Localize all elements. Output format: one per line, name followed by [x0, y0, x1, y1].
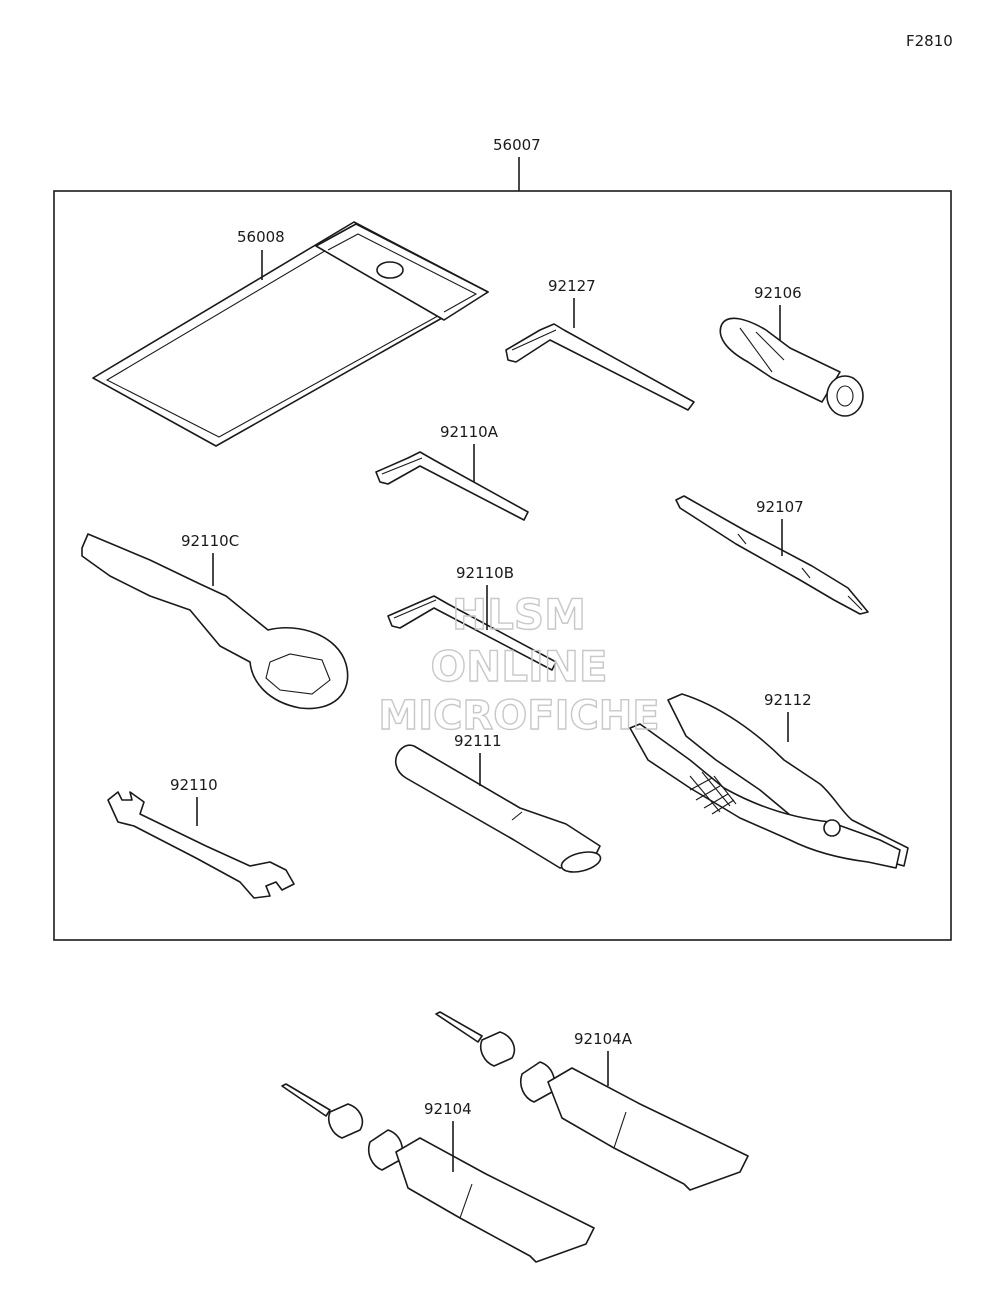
label-92104[interactable]: 92104	[424, 1100, 472, 1118]
watermark-line1: HLSM	[452, 590, 586, 639]
part-92112-pliers[interactable]	[629, 693, 909, 869]
part-92127-hex-key[interactable]	[505, 323, 695, 411]
part-92110-open-wrench[interactable]	[107, 791, 295, 899]
label-92111[interactable]: 92111	[454, 732, 502, 750]
label-92110C[interactable]: 92110C	[181, 532, 239, 550]
watermark-line3: MICROFICHE	[378, 693, 659, 739]
part-92104A-patch-tube[interactable]	[435, 1011, 749, 1191]
part-92111-tube-handle[interactable]	[394, 744, 603, 875]
label-92110B[interactable]: 92110B	[456, 564, 514, 582]
kit-frame	[53, 190, 952, 941]
part-92110B-hex-key[interactable]	[387, 595, 557, 671]
label-92110[interactable]: 92110	[170, 776, 218, 794]
part-56008-tool-pouch[interactable]	[92, 221, 489, 447]
label-92110A[interactable]: 92110A	[440, 423, 499, 441]
part-92110C-box-wrench[interactable]	[81, 533, 349, 710]
label-92112[interactable]: 92112	[764, 691, 812, 709]
part-92110A-hex-key[interactable]	[375, 451, 529, 521]
label-92104A[interactable]: 92104A	[574, 1030, 633, 1048]
part-92104-patch-tube[interactable]	[281, 1083, 595, 1263]
part-92107-driver-bit[interactable]	[675, 495, 869, 615]
part-92106-driver-handle[interactable]	[719, 317, 864, 417]
figure-code: F2810	[906, 32, 953, 50]
label-92106[interactable]: 92106	[754, 284, 802, 302]
label-92127[interactable]: 92127	[548, 277, 596, 295]
label-56007[interactable]: 56007	[493, 136, 541, 154]
watermark-line2: ONLINE	[430, 642, 607, 691]
label-92107[interactable]: 92107	[756, 498, 804, 516]
label-56008[interactable]: 56008	[237, 228, 285, 246]
